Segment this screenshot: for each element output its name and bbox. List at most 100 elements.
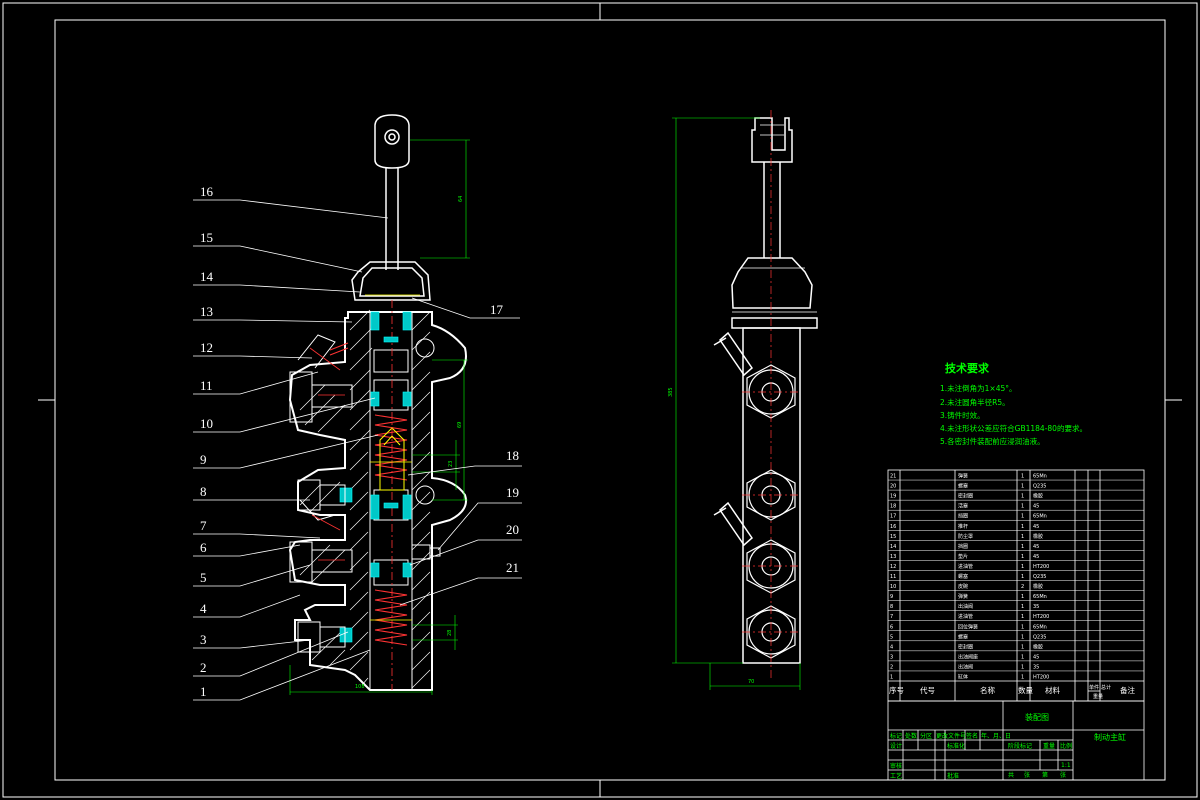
parts-list-cell-mat: 65Mn [1033,624,1047,630]
title-block-label-approve: 批准 [947,772,959,780]
parts-list-cell-mat: Q235 [1033,574,1046,580]
callout-9: 9 [200,452,207,467]
callout-numbers-left: 16 15 14 13 12 11 10 9 8 7 6 5 4 3 2 1 [200,184,214,699]
title-block-sheet-total-label: 共 [1008,771,1014,779]
parts-list-cell-no: 20 [890,484,896,490]
parts-list-cell-no: 15 [890,534,896,540]
parts-list-cell-name: 螺塞 [958,483,968,490]
parts-list-cell-name: 弹簧 [958,473,968,480]
parts-list-cell-no: 1 [890,674,893,680]
title-block-sub-name: 装配图 [1025,712,1049,722]
parts-list-header: 序号 代号 名称 数量 材料 单件 总计 重量 备注 [889,684,1136,700]
parts-list-cell-no: 9 [890,594,893,600]
callout-7: 7 [200,518,207,533]
callout-12: 12 [200,340,213,355]
parts-list-cell-qty: 1 [1021,594,1024,600]
dim-right-width: 70 [748,679,754,685]
dim-small-b: 28 [447,630,453,636]
callout-11: 11 [200,378,213,393]
title-block-label-count: 处数 [905,732,917,740]
title-block-scale-value: 1:1 [1061,762,1071,769]
parts-list-cell-no: 14 [890,544,896,550]
bom-header-material: 材料 [1045,685,1061,695]
callout-5: 5 [200,570,207,585]
parts-list-cell-name: 推杆 [958,523,968,530]
callout-4: 4 [200,601,207,616]
parts-list-cell-no: 4 [890,644,893,650]
parts-list-cell-name: 皮碗 [958,583,968,590]
parts-list-cell-no: 19 [890,494,896,500]
callout-10: 10 [200,416,213,431]
parts-list-cell-qty: 1 [1021,504,1024,510]
bom-header-remark: 备注 [1120,685,1136,695]
parts-list-cell-qty: 1 [1021,614,1024,620]
parts-list-cell-mat: 35 [1033,604,1039,610]
parts-list-cell-mat: 橡胶 [1033,493,1043,500]
callout-3: 3 [200,632,207,647]
parts-list-cell-no: 3 [890,654,893,660]
parts-list-cell-name: 进油管 [958,613,973,620]
parts-list-cell-qty: 1 [1021,474,1024,480]
tech-req-item-2: 2.未注圆角半径R5。 [940,397,1010,407]
parts-list-cell-name: 进油管 [958,563,973,570]
dim-small-a: 23 [448,461,454,467]
parts-list-cell-qty: 1 [1021,554,1024,560]
parts-list-cell-no: 13 [890,554,896,560]
callout-numbers-right: 17 18 19 20 21 [490,302,519,575]
technical-requirements: 技术要求 1.未注倒角为1×45°。 2.未注圆角半径R5。 3.铸件时效。 4… [940,361,1087,446]
tech-req-item-5: 5.各密封件装配前应浸润油液。 [940,436,1045,446]
parts-list-cell-name: 活塞 [958,503,968,510]
tech-req-item-4: 4.未注形状公差应符合GB1184-80的要求。 [940,423,1087,433]
title-block-label-sign: 签名 [966,732,978,740]
dim-mid-height: 69 [457,422,463,428]
title-block-drawing-name: 制动主缸 [1094,732,1126,742]
callout-8: 8 [200,484,207,499]
parts-list-cell-no: 2 [890,664,893,670]
callout-1: 1 [200,684,207,699]
parts-list-cell-qty: 1 [1021,604,1024,610]
parts-list-cell-qty: 1 [1021,494,1024,500]
parts-list-cell-no: 12 [890,564,896,570]
parts-list-cell-qty: 1 [1021,634,1024,640]
parts-list-cell-qty: 1 [1021,664,1024,670]
parts-list-cell-no: 18 [890,504,896,510]
tech-req-item-3: 3.铸件时效。 [940,410,985,420]
section-view [288,114,467,691]
bom-header-seq: 序号 [889,685,904,695]
parts-list-cell-name: 密封圈 [958,493,973,500]
parts-list-cell-mat: HT200 [1033,674,1049,680]
parts-list-cell-qty: 1 [1021,544,1024,550]
bom-header-name: 名称 [980,685,995,695]
parts-list-cell-qty: 1 [1021,654,1024,660]
parts-list-cell-mat: 65Mn [1033,594,1047,600]
callout-15: 15 [200,230,213,245]
parts-list-cell-mat: 橡胶 [1033,643,1043,650]
parts-list-cell-mat: HT200 [1033,614,1049,620]
tech-req-item-1: 1.未注倒角为1×45°。 [940,383,1017,393]
bom-header-qty: 数量 [1018,685,1034,695]
parts-list-cell-name: 挡圈 [958,513,968,520]
section-dimension-labels: 64 69 23 28 108 [355,196,464,690]
parts-list-cell-name: 螺塞 [958,573,968,580]
section-dimensions [289,139,470,695]
callout-17: 17 [490,302,504,317]
parts-list-cell-mat: HT200 [1033,564,1049,570]
bom-header-single: 单件 [1089,684,1099,691]
parts-list-cell-no: 11 [890,574,896,580]
parts-list-cell-mat: Q235 [1033,484,1046,490]
title-block-sheet-no-label: 第 [1042,771,1048,779]
parts-list-cell-no: 10 [890,584,896,590]
parts-list-cell-mat: 橡胶 [1033,533,1043,540]
parts-list-cell-mat: 65Mn [1033,514,1047,520]
exterior-dimension-labels: 385 70 [668,387,754,685]
tech-req-title: 技术要求 [945,361,990,375]
parts-list-cell-mat: 45 [1033,654,1039,660]
parts-list-cell-name: 弹簧 [958,593,968,600]
title-block-label-stage: 阶段标记 [1008,742,1032,750]
dim-right-height: 385 [668,387,674,397]
parts-list-cell-name: 出油阀 [958,603,973,610]
